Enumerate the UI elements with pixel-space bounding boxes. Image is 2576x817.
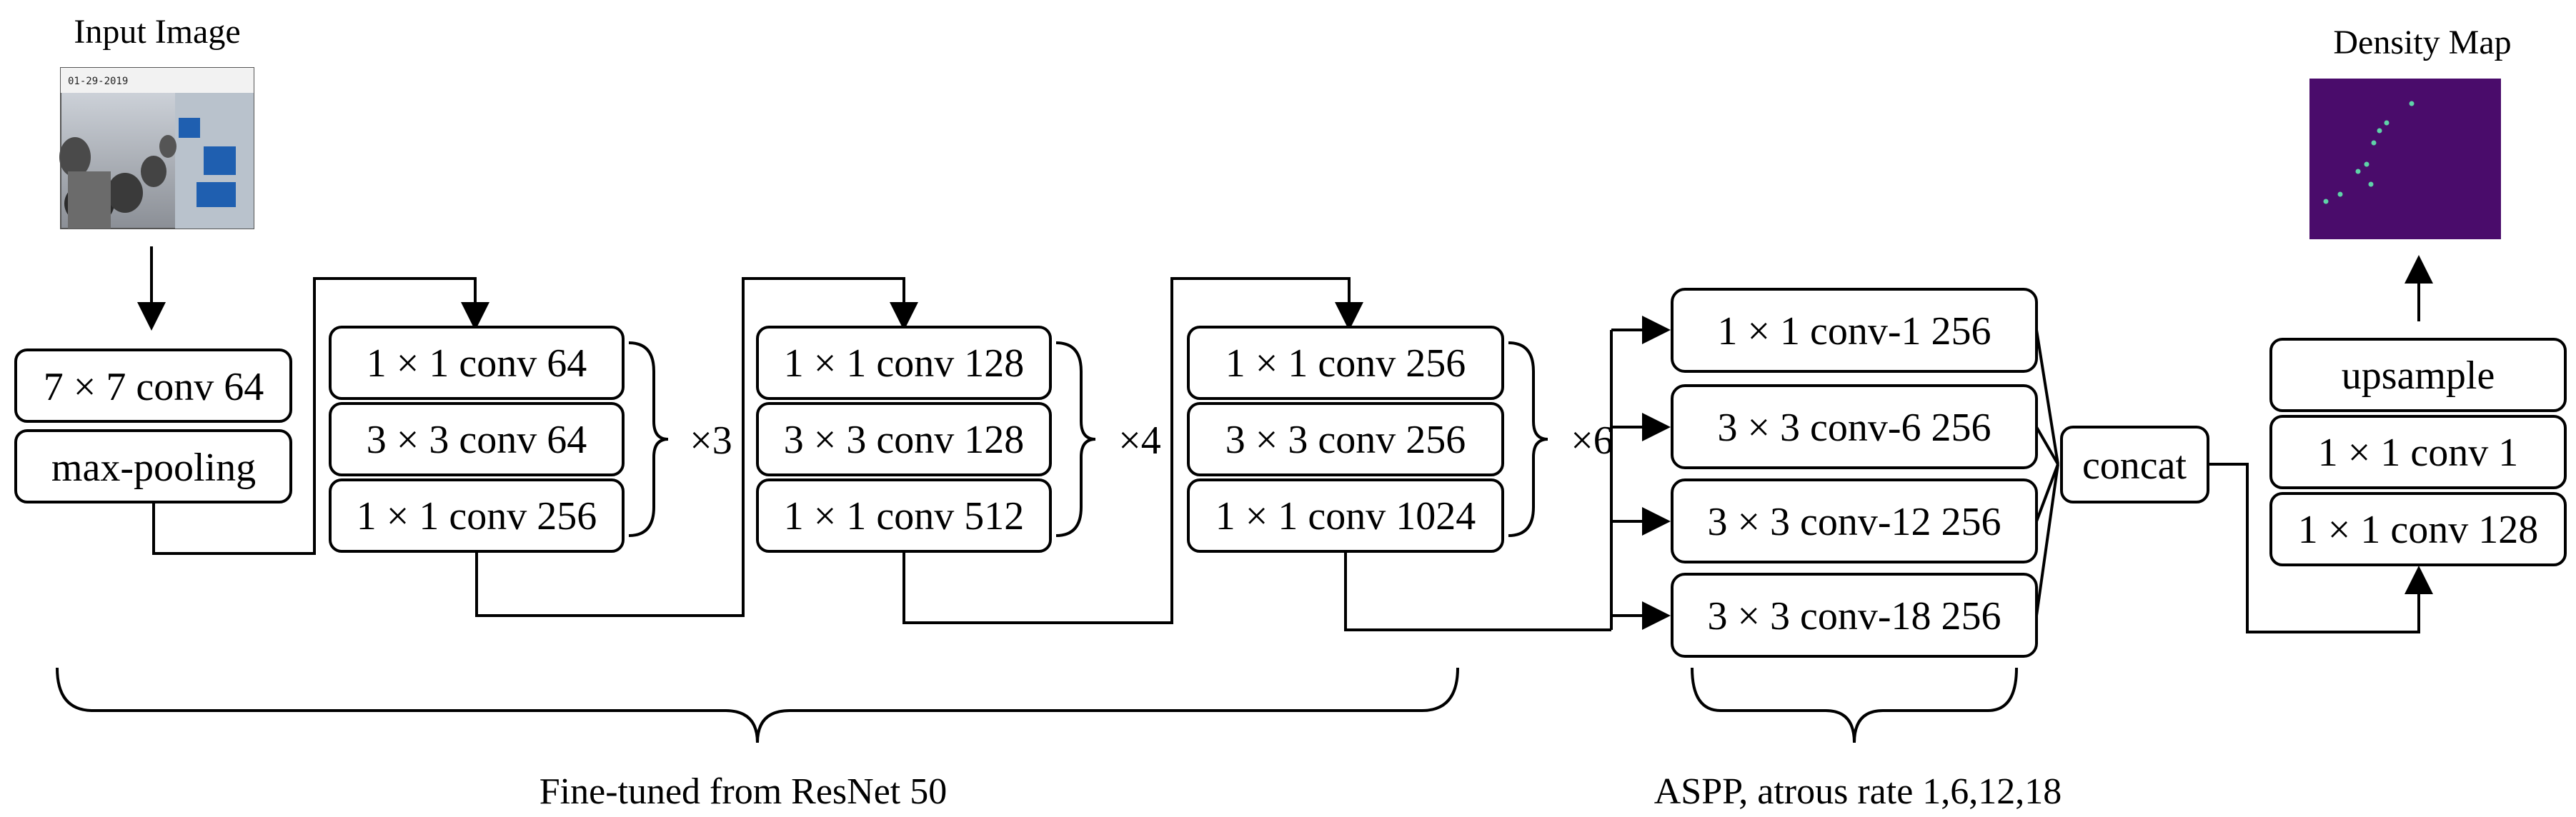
- head-conv1-label: 1 × 1 conv 1: [2318, 431, 2518, 475]
- block1-layer2-label: 3 × 3 conv 64: [367, 418, 587, 462]
- block1-repeat-label: ×3: [690, 418, 732, 463]
- stem-conv-label: 7 × 7 conv 64: [44, 365, 264, 409]
- merge-line-3: [2035, 463, 2059, 522]
- block-2: 1 × 1 conv 128 3 × 3 conv 128 1 × 1 conv…: [756, 326, 1161, 553]
- density-map: [2309, 79, 2501, 239]
- merge-line-4: [2035, 463, 2059, 616]
- merge-line-2: [2035, 426, 2059, 465]
- block3-layer1-box: [1187, 326, 1504, 400]
- density-points: [2323, 101, 2415, 204]
- density-point: [2364, 161, 2369, 167]
- block3-repeat-brace: [1508, 341, 1548, 537]
- head-upsample-label: upsample: [2342, 354, 2495, 398]
- block1-layer1-box: [329, 326, 625, 400]
- concat-label: concat: [2082, 443, 2187, 488]
- connector-concat-head: [2208, 463, 2433, 633]
- density-point: [2409, 101, 2415, 106]
- aspp-branch-3-label: 3 × 3 conv-12 256: [1707, 500, 2001, 544]
- aspp-brace: [1691, 667, 2018, 743]
- head-stack: upsample 1 × 1 conv 1 1 × 1 conv 128: [2269, 338, 2567, 566]
- aspp-branch-1-label: 1 × 1 conv-1 256: [1717, 309, 1991, 354]
- aspp-branch-2-label: 3 × 3 conv-6 256: [1717, 406, 1991, 450]
- density-point: [2368, 181, 2374, 187]
- block2-repeat-brace: [1055, 341, 1096, 537]
- block2-layer3-label: 1 × 1 conv 512: [784, 494, 1024, 538]
- block-1: 1 × 1 conv 64 3 × 3 conv 64 1 × 1 conv 2…: [329, 326, 732, 553]
- block1-layer1-label: 1 × 1 conv 64: [367, 341, 587, 386]
- merge-line-1: [2035, 329, 2059, 465]
- block3-layer1-label: 1 × 1 conv 256: [1225, 341, 1466, 386]
- block2-layer2-label: 3 × 3 conv 128: [784, 418, 1024, 462]
- aspp-branch-2-box: [1671, 384, 2038, 469]
- aspp-branch-4-label: 3 × 3 conv-18 256: [1707, 594, 2001, 638]
- head-conv128-box: [2269, 492, 2567, 566]
- connector-block2-block3: [902, 277, 1363, 624]
- block1-repeat-brace: [628, 341, 669, 537]
- backbone-brace: [56, 667, 1459, 743]
- aspp-module: 1 × 1 conv-1 256 3 × 3 conv-6 256 3 × 3 …: [1671, 288, 2038, 658]
- stem-pool-label: max-pooling: [51, 446, 256, 490]
- block3-layer3-label: 1 × 1 conv 1024: [1215, 494, 1476, 538]
- density-map-label: Density Map: [2333, 24, 2511, 61]
- input-image: 01-29-2019: [59, 67, 254, 229]
- block2-layer1-box: [756, 326, 1052, 400]
- head-conv128-label: 1 × 1 conv 128: [2298, 508, 2538, 552]
- block3-repeat-label: ×6: [1571, 418, 1613, 463]
- backbone-caption: Fine-tuned from ResNet 50: [539, 771, 947, 812]
- block1-layer3-label: 1 × 1 conv 256: [357, 494, 597, 538]
- density-point: [2384, 120, 2389, 126]
- block-3: 1 × 1 conv 256 3 × 3 conv 256 1 × 1 conv…: [1187, 326, 1613, 553]
- block2-layer2-box: [756, 402, 1052, 476]
- stem-conv-box: [14, 349, 292, 423]
- density-point: [2355, 169, 2361, 174]
- connector-block3-aspp: [1344, 551, 1611, 631]
- block3-layer2-box: [1187, 402, 1504, 476]
- density-point: [2323, 199, 2329, 204]
- density-point: [2377, 128, 2382, 134]
- head-upsample-box: [2269, 338, 2567, 412]
- input-image-label: Input Image: [74, 13, 240, 51]
- density-point: [2371, 140, 2377, 146]
- connector-block1-block2: [475, 277, 918, 617]
- block3-layer2-label: 3 × 3 conv 256: [1225, 418, 1466, 462]
- head-conv1-box: [2269, 415, 2567, 489]
- connector-stem-block1: [152, 277, 489, 555]
- block2-layer1-label: 1 × 1 conv 128: [784, 341, 1024, 386]
- block1-layer2-box: [329, 402, 625, 476]
- block2-repeat-label: ×4: [1118, 418, 1161, 463]
- density-point: [2337, 191, 2343, 197]
- aspp-caption: ASPP, atrous rate 1,6,12,18: [1654, 771, 2062, 812]
- svg-text:01-29-2019: 01-29-2019: [68, 76, 128, 87]
